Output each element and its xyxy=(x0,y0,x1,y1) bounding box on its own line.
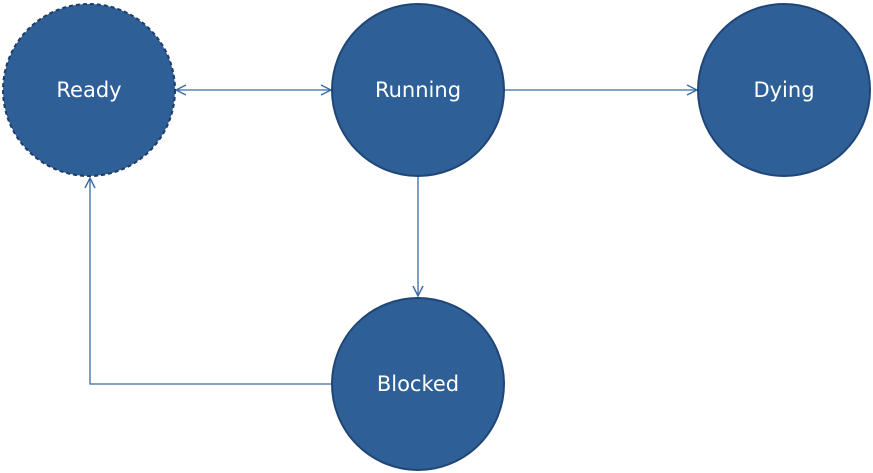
node-running-label: Running xyxy=(375,78,461,102)
node-ready-label: Ready xyxy=(56,78,121,102)
node-blocked[interactable]: Blocked xyxy=(331,297,505,471)
node-dying[interactable]: Dying xyxy=(697,3,871,177)
node-blocked-label: Blocked xyxy=(377,372,459,396)
node-running[interactable]: Running xyxy=(331,3,505,177)
node-dying-circle xyxy=(697,3,871,177)
node-ready-circle xyxy=(2,3,176,177)
node-dying-label: Dying xyxy=(753,78,814,102)
node-running-circle xyxy=(331,3,505,177)
node-ready[interactable]: Ready xyxy=(2,3,176,177)
node-blocked-circle xyxy=(331,297,505,471)
edge-blocked-ready xyxy=(90,178,331,385)
